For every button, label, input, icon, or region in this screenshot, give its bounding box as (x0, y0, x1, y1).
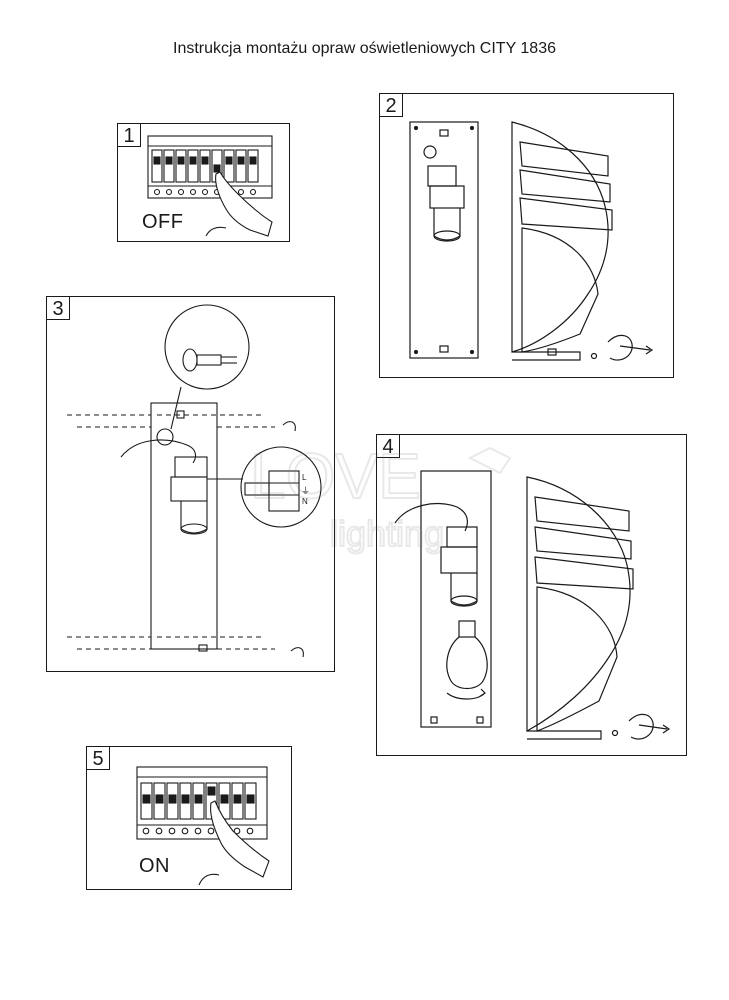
step-number: 3 (46, 296, 70, 320)
wiring-illustration (67, 304, 322, 658)
breaker-panel-illustration (136, 766, 270, 886)
breaker-panel-illustration (147, 135, 273, 237)
step-number: 5 (86, 746, 110, 770)
step-1-panel: 1 OFF (117, 123, 290, 242)
step-number: 2 (379, 93, 403, 117)
off-label: OFF (142, 211, 184, 233)
step-3-panel: 3 L ⏚ N (46, 296, 335, 672)
page-title: Instrukcja montażu opraw oświetleniowych… (173, 40, 556, 57)
on-label: ON (139, 855, 170, 877)
step-5-panel: 5 ON (86, 746, 292, 890)
step-2-panel: 2 (379, 93, 674, 378)
terminal-label-earth: ⏚ (301, 486, 311, 496)
fixture-disassembly-illustration (409, 121, 654, 361)
step-4-panel: 4 (376, 434, 687, 756)
terminal-label-n: N (302, 497, 308, 506)
step-number: 1 (117, 123, 141, 147)
terminal-label-l: L (302, 473, 307, 482)
bulb-installation-illustration (394, 470, 671, 740)
step-number: 4 (376, 434, 400, 458)
